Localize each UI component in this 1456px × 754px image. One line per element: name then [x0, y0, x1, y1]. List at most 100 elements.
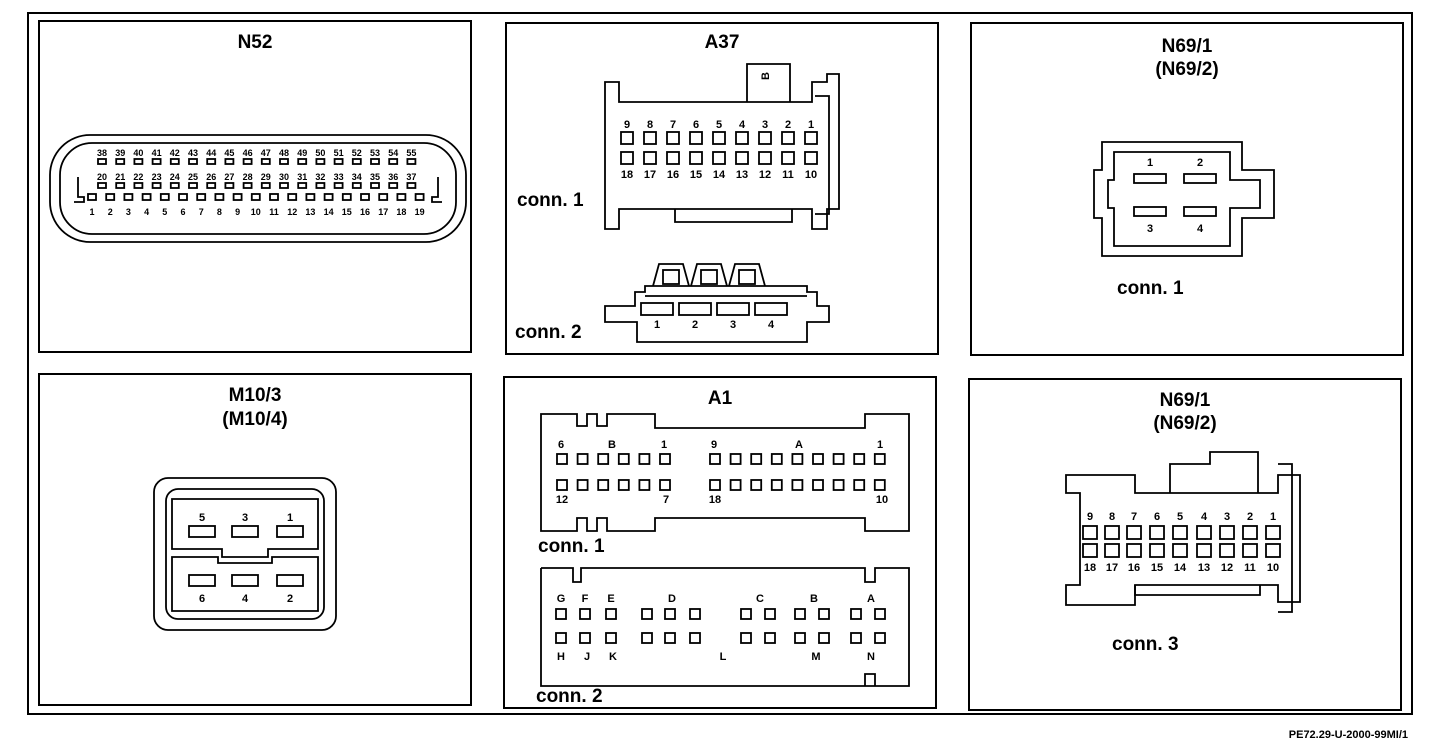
pin-slot: [133, 182, 144, 189]
pin-slot: [1172, 543, 1188, 558]
pin-slot: [297, 158, 308, 165]
pin-slot: [370, 158, 380, 165]
cavity-slot: [689, 608, 701, 620]
panel-subtitle: (M10/4): [222, 409, 288, 430]
pin-slot: [224, 158, 235, 165]
pin-number: 49: [297, 148, 307, 158]
cavity-slot: [689, 632, 701, 644]
pin-number: 14: [1174, 562, 1187, 574]
pin-number: 13: [736, 169, 748, 181]
latch-mark: B: [760, 72, 772, 80]
pin-slot: [689, 151, 703, 165]
pin-number: 33: [334, 172, 344, 182]
pin-slot: [620, 151, 634, 165]
pin-label: A: [795, 439, 803, 451]
cavity-slot: [874, 632, 886, 644]
pin-number: 3: [242, 512, 248, 524]
cavity-letter: C: [756, 593, 764, 605]
pin-number: 12: [1221, 562, 1233, 574]
panel-title: N69/1: [1161, 36, 1213, 57]
pin-number: 35: [370, 172, 380, 182]
pin-slot: [333, 158, 344, 165]
pin-slot: [659, 479, 671, 491]
pin-number: 39: [115, 148, 125, 158]
cavity-slot: [605, 632, 617, 644]
pin-number: 5: [199, 512, 205, 524]
pin-slot: [178, 193, 188, 201]
pin-slot: [231, 574, 259, 587]
locking-tab: [690, 263, 728, 287]
pin-label: 12: [556, 494, 568, 506]
pin-slot: [315, 158, 326, 165]
pin-slot: [781, 131, 795, 145]
pin-slot: [781, 151, 795, 165]
connector-body: [540, 413, 910, 532]
cavity-slot: [605, 608, 617, 620]
pin-number: 7: [199, 207, 204, 217]
cavity-letter: J: [584, 651, 590, 663]
pin-number: 16: [360, 207, 370, 217]
pin-slot: [1196, 525, 1212, 540]
latch: [1169, 451, 1259, 493]
pin-number: 45: [224, 148, 234, 158]
connector-body: [540, 567, 910, 687]
pin-number: 22: [133, 172, 143, 182]
pin-slot: [1219, 525, 1235, 540]
pin-number: 44: [206, 148, 216, 158]
pin-number: 6: [180, 207, 185, 217]
connector-shell-inner: [1107, 151, 1261, 247]
panel-title: N69/1: [1159, 390, 1211, 411]
pin-number: 4: [242, 593, 249, 605]
connector-shell-inner: [165, 488, 325, 620]
pin-number: 10: [1267, 562, 1279, 574]
panel-subtitle: (N69/2): [1153, 413, 1217, 434]
pin-number: 3: [730, 319, 736, 331]
pin-number: 27: [224, 172, 234, 182]
pin-number: 5: [716, 119, 722, 131]
pin-slot: [188, 182, 198, 189]
pin-slot: [305, 193, 316, 201]
pin-slot: [620, 131, 634, 145]
figure-reference: PE72.29-U-2000-99MI/1: [1288, 729, 1408, 741]
pin-slot: [287, 193, 298, 201]
pin-slot: [1242, 525, 1258, 540]
pin-number: 4: [739, 119, 746, 131]
cavity-slot: [818, 632, 830, 644]
pin-number: 10: [251, 207, 261, 217]
pin-slot: [873, 479, 886, 491]
pin-slot: [617, 453, 630, 465]
pin-number: 9: [235, 207, 240, 217]
pin-number: 12: [759, 169, 771, 181]
cavity-slot: [579, 632, 591, 644]
pin-number: 20: [97, 172, 107, 182]
pin-number: 3: [1147, 223, 1153, 235]
pin-number: 4: [1197, 223, 1204, 235]
pin-slot: [754, 302, 788, 316]
pin-number: 14: [324, 207, 334, 217]
pin-slot: [640, 302, 674, 316]
pin-label: 9: [711, 439, 717, 451]
pin-slot: [1082, 525, 1098, 540]
pin-slot: [1149, 543, 1165, 558]
pin-slot: [396, 193, 407, 201]
pin-slot: [232, 193, 243, 201]
pin-slot: [133, 158, 144, 165]
pin-slot: [341, 193, 352, 201]
pin-number: 48: [279, 148, 289, 158]
pin-number: 1: [808, 119, 814, 131]
cavity-slot: [764, 632, 776, 644]
locking-window: [738, 269, 756, 285]
pin-slot: [1126, 525, 1142, 540]
pin-number: 4: [1201, 511, 1208, 523]
pin-slot: [250, 193, 261, 201]
pin-number: 23: [152, 172, 162, 182]
pin-slot: [159, 193, 170, 201]
connector-shell: [153, 477, 337, 631]
pin-slot: [853, 453, 866, 465]
pin-slot: [1104, 543, 1120, 558]
